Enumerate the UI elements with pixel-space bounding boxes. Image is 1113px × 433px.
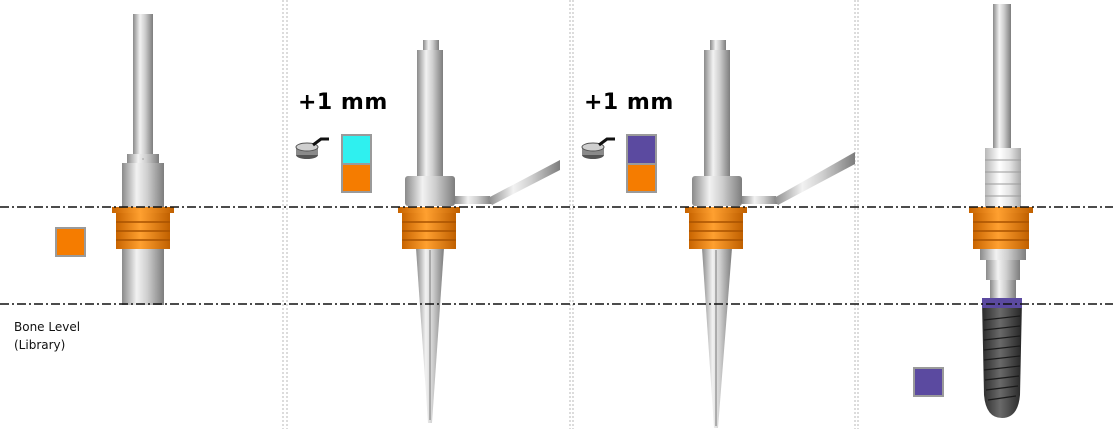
panel-2-drill bbox=[398, 40, 560, 423]
guide-sleeve bbox=[398, 207, 460, 249]
bone-level-label-line-1: Bone Level bbox=[14, 320, 81, 334]
swatches bbox=[55, 134, 944, 397]
svg-text:·: · bbox=[142, 155, 145, 164]
swatch-cyan-panel-2 bbox=[341, 134, 372, 165]
bone-level-label-line-2: (Library) bbox=[14, 338, 66, 352]
implant-body bbox=[982, 298, 1022, 418]
stopper-wrench-icon bbox=[295, 137, 329, 159]
bone-level-label: Bone Level (Library) bbox=[14, 318, 80, 354]
panel-separators bbox=[282, 0, 859, 429]
swatch-purple-panel-4 bbox=[913, 367, 944, 397]
panel-1-drill-guide: · bbox=[112, 14, 174, 305]
swatch-orange-panel-2 bbox=[341, 163, 372, 193]
swatch-orange-panel-1 bbox=[55, 227, 86, 257]
guide-sleeve bbox=[969, 207, 1033, 249]
panel-4-implant-driver bbox=[969, 4, 1033, 418]
swatch-purple-panel-3 bbox=[626, 134, 657, 165]
reference-lines bbox=[0, 206, 1113, 305]
panel-3-drill bbox=[685, 40, 855, 428]
stopper-wrench-icon bbox=[581, 137, 615, 159]
guide-sleeve bbox=[685, 207, 747, 249]
offset-label-panel-3: +1 mm bbox=[584, 90, 674, 115]
guide-sleeve bbox=[112, 207, 174, 249]
offset-label-panel-2: +1 mm bbox=[298, 90, 388, 115]
swatch-orange-panel-3 bbox=[626, 163, 657, 193]
